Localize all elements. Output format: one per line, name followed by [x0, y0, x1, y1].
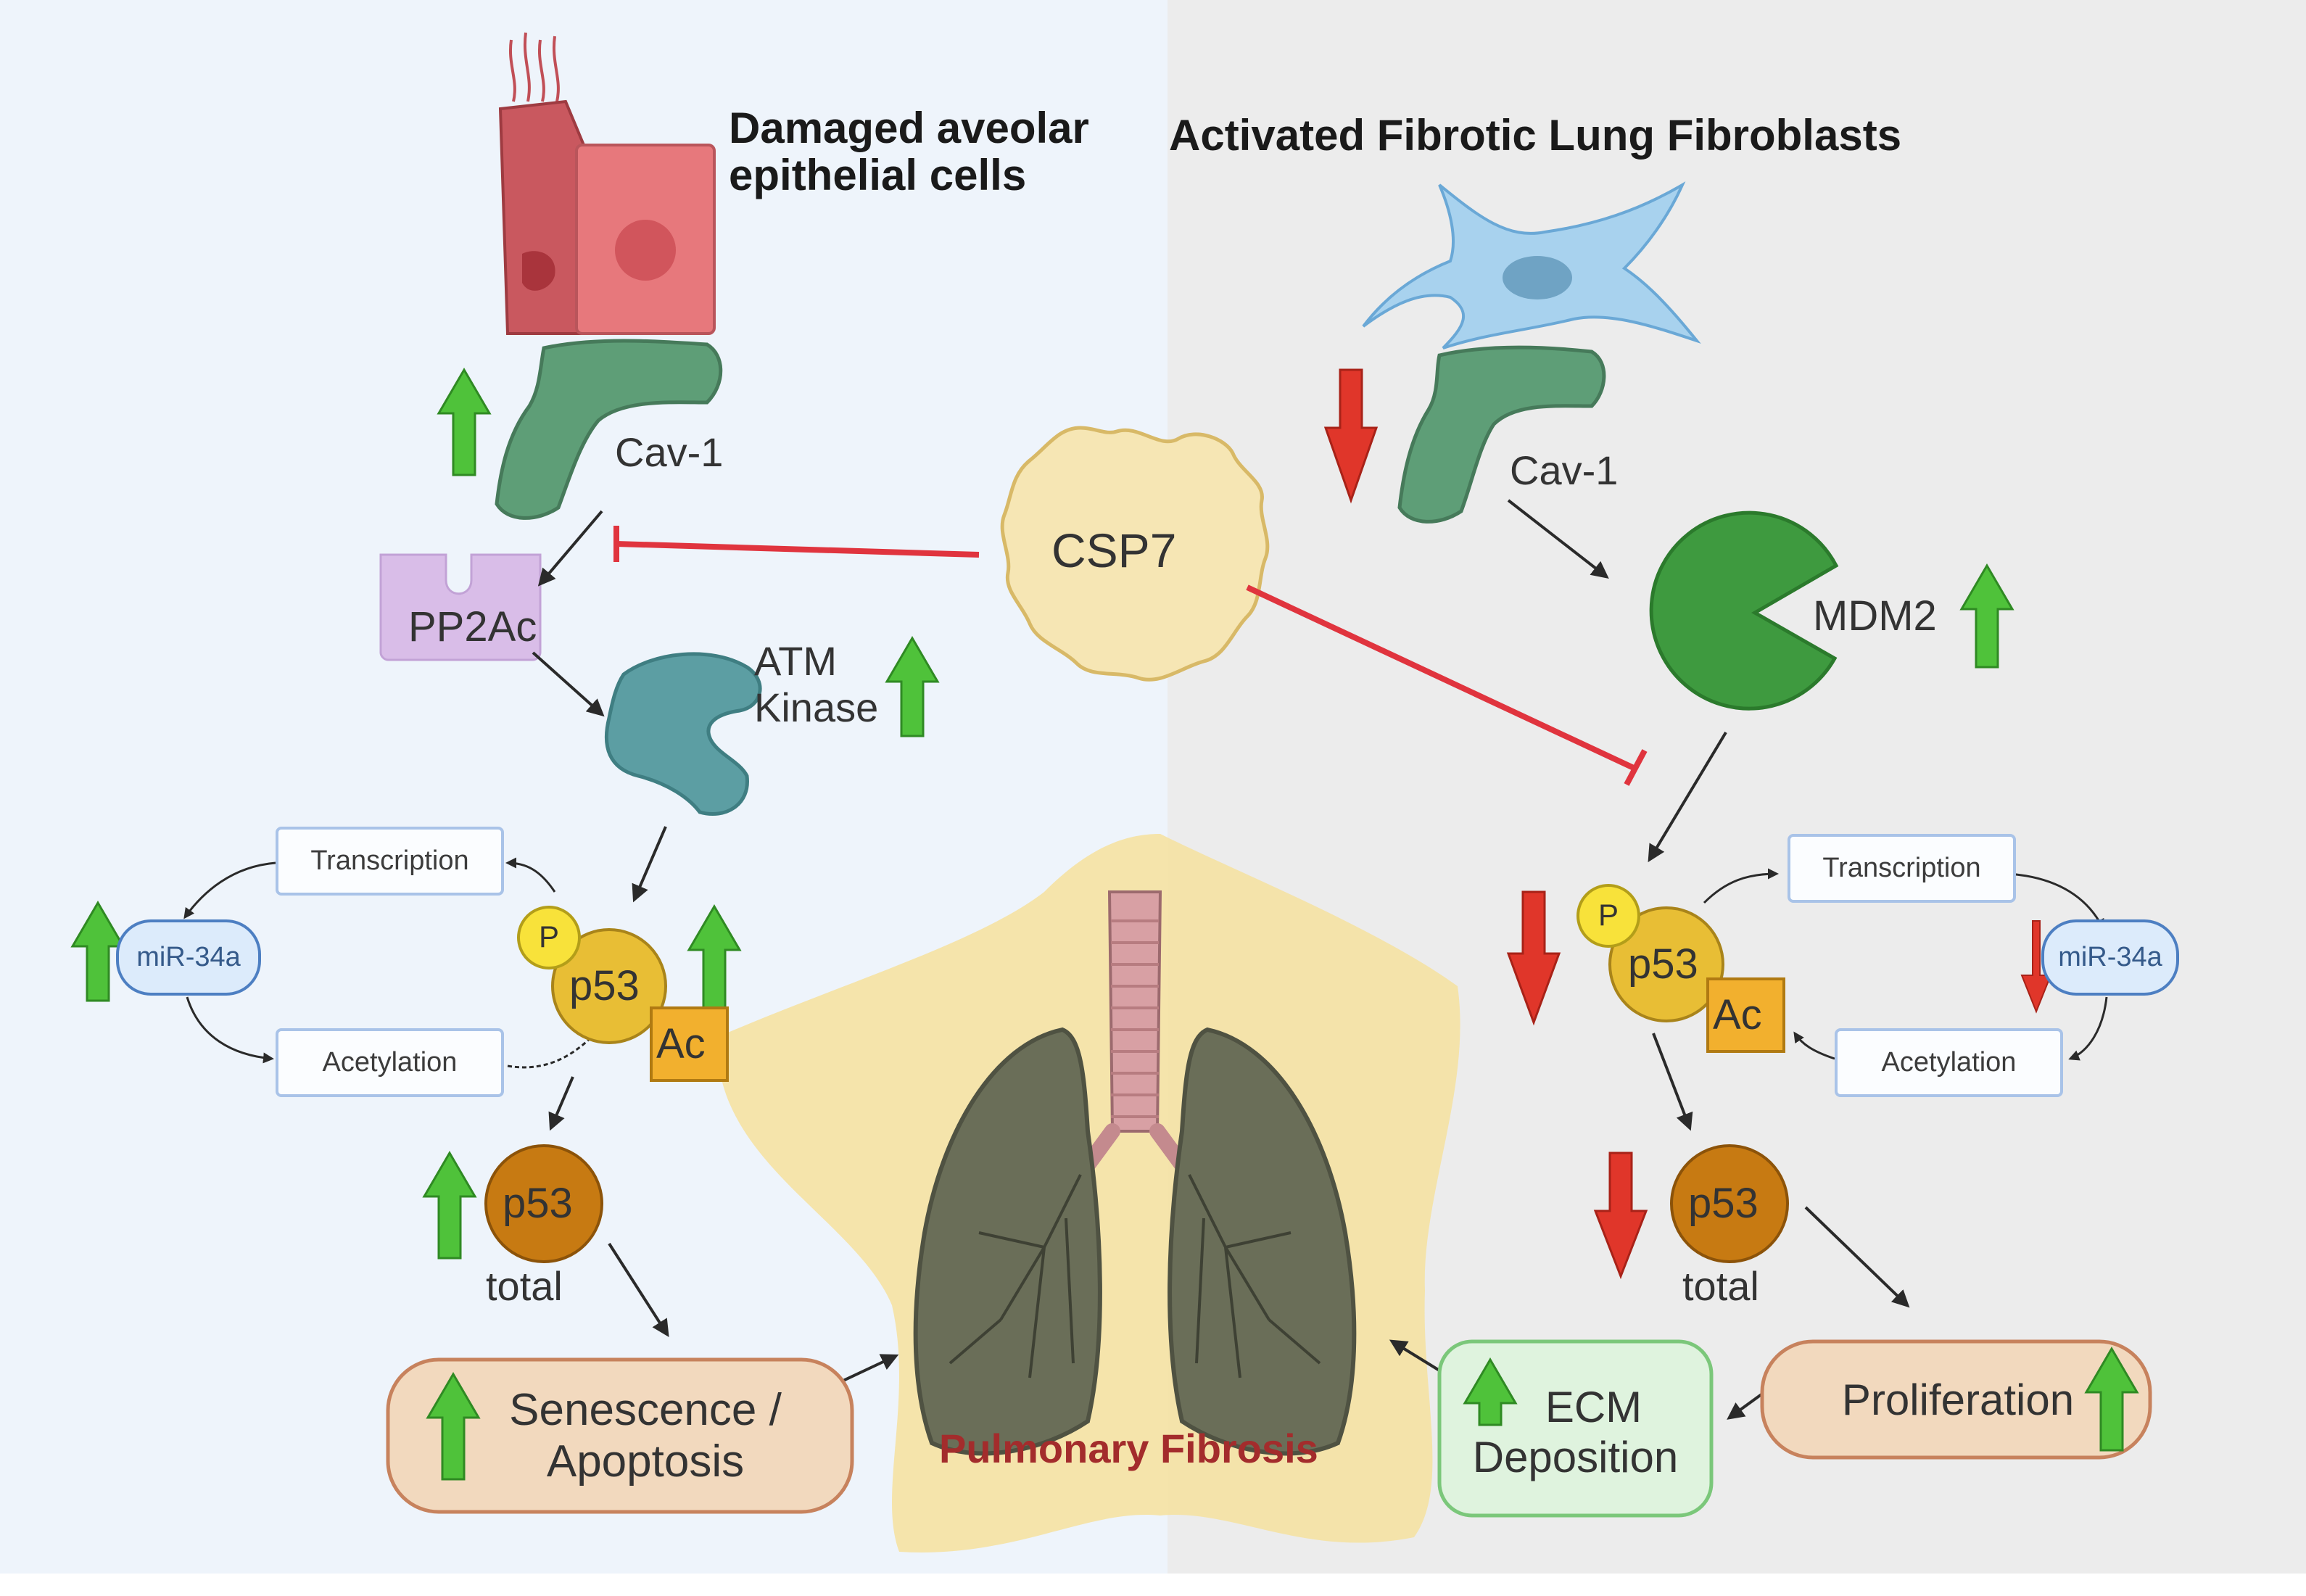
- p53-total-icon: [484, 1144, 603, 1263]
- atm-kinase-icon: [604, 652, 762, 816]
- ecm-deposition-label: ECM Deposition: [1450, 1363, 1700, 1501]
- mir34a-box-left: miR-34a: [116, 919, 261, 996]
- phospho-p-label-right: P: [1598, 898, 1619, 932]
- acetyl-ac-icon: [1706, 977, 1785, 1053]
- down-arrow-icon: [1506, 890, 1561, 1026]
- total-label-left: total: [486, 1263, 563, 1309]
- left-panel-title: Damaged aveolar epithelial cells: [729, 104, 1089, 199]
- total-label-right: total: [1682, 1263, 1759, 1309]
- up-arrow-icon: [426, 1372, 481, 1481]
- p53-total-icon: [1670, 1144, 1789, 1263]
- up-arrow-icon: [1463, 1357, 1518, 1426]
- atm-kinase-label: ATM Kinase: [754, 638, 878, 732]
- left-title-line2: epithelial cells: [729, 150, 1027, 199]
- proliferation-box: [1760, 1339, 2152, 1460]
- cav1-protein-icon: [495, 339, 723, 520]
- acetyl-ac-icon: [650, 1006, 729, 1082]
- phospho-p-icon: [1576, 884, 1640, 948]
- ac-label-right: Ac: [1713, 991, 1762, 1038]
- cav1-protein-icon: [1397, 345, 1606, 524]
- inhibition-bar-icon: [613, 526, 1648, 786]
- transcription-box-left: Transcription: [276, 827, 504, 896]
- up-arrow-icon: [437, 368, 492, 476]
- csp7-icon: [1000, 426, 1270, 682]
- up-arrow-icon: [1959, 563, 2014, 669]
- p53-phospho-icon: [1608, 906, 1724, 1022]
- down-arrow-icon: [1593, 1151, 1648, 1280]
- down-arrow-icon: [1323, 368, 1379, 504]
- cav1-label-right: Cav-1: [1510, 447, 1619, 493]
- cav1-label-left: Cav-1: [615, 429, 724, 475]
- p53-phospho-icon: [551, 928, 667, 1044]
- right-panel-title: Activated Fibrotic Lung Fibroblasts: [1169, 111, 1902, 160]
- acetylation-box-right: Acetylation: [1835, 1028, 2063, 1097]
- phospho-p-label-left: P: [538, 919, 559, 954]
- lungs-icon: [913, 890, 1357, 1456]
- ecm-line1: ECM: [1545, 1383, 1642, 1431]
- fibroblast-icon: [1362, 181, 1701, 350]
- mir34a-box-right: miR-34a: [2041, 919, 2179, 996]
- senescence-apoptosis-label: Senescence / Apoptosis: [464, 1374, 827, 1497]
- mdm2-label: MDM2: [1813, 592, 1937, 640]
- left-title-line1: Damaged aveolar: [729, 104, 1089, 152]
- down-arrow-icon: [2020, 920, 2052, 1014]
- csp7-label: CSP7: [1051, 524, 1177, 577]
- senescence-line2: Apoptosis: [546, 1436, 745, 1487]
- pulmonary-fibrosis-label: Pulmonary Fibrosis: [939, 1426, 1318, 1471]
- atm-line2: Kinase: [754, 685, 879, 731]
- pp2ac-icon: [379, 553, 542, 661]
- transcription-box-right: Transcription: [1788, 834, 2016, 903]
- epithelial-cell-icon: [498, 32, 716, 335]
- proliferation-label: Proliferation: [1841, 1375, 2075, 1424]
- ecm-deposition-box: [1437, 1339, 1714, 1518]
- total-p53-label-right: p53: [1688, 1180, 1759, 1227]
- ac-label-left: Ac: [656, 1020, 706, 1067]
- senescence-apoptosis-box: [386, 1357, 854, 1514]
- ecm-line2: Deposition: [1472, 1433, 1679, 1481]
- p53-label-right: p53: [1628, 940, 1698, 988]
- up-arrow-icon: [422, 1151, 477, 1260]
- mdm2-pacman-icon: [1649, 510, 1839, 711]
- p53-label-left: p53: [569, 962, 640, 1009]
- phospho-p-icon: [517, 906, 581, 969]
- up-arrow-icon: [2084, 1347, 2139, 1452]
- total-p53-label-left: p53: [503, 1180, 573, 1227]
- senescence-line1: Senescence /: [509, 1384, 782, 1435]
- acetylation-box-left: Acetylation: [276, 1028, 504, 1097]
- pp2ac-label: PP2Ac: [408, 603, 537, 650]
- up-arrow-icon: [885, 636, 940, 737]
- atm-line1: ATM: [754, 638, 838, 684]
